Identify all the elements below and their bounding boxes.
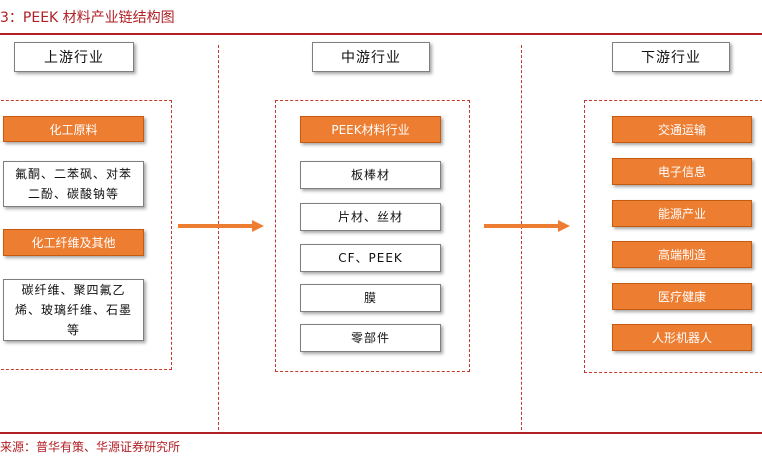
figure-source: 来源：普华有策、华源证券研究所 [0,440,181,454]
midstream-item: 膜 [300,284,441,312]
upstream-header: 上游行业 [14,42,134,72]
figure-title: 3：PEEK 材料产业链结构图 [0,10,175,26]
midstream-item: CF、PEEK [300,244,441,272]
downstream-group [584,100,762,373]
midstream-item: 板棒材 [300,161,441,189]
upstream-item: 氟酮、二苯砜、对苯二酚、碳酸钠等 [3,161,144,207]
flow-arrow-right-icon [484,220,570,232]
midstream-item: 零部件 [300,324,441,352]
downstream-item: 医疗健康 [612,283,752,310]
bottom-rule [0,432,762,434]
upstream-item: 碳纤维、聚四氟乙烯、玻璃纤维、石墨等 [3,279,144,341]
downstream-item: 交通运输 [612,116,752,143]
downstream-header: 下游行业 [612,42,730,72]
divider-upstream-midstream [218,45,219,430]
downstream-item: 能源产业 [612,200,752,227]
downstream-item: 电子信息 [612,158,752,185]
downstream-item: 人形机器人 [612,324,752,351]
midstream-item: PEEK材料行业 [300,116,441,143]
divider-midstream-downstream [521,45,522,430]
upstream-group [0,100,172,370]
flow-arrow-right-icon [178,220,264,232]
midstream-group [275,100,470,372]
upstream-item: 化工纤维及其他 [3,229,144,256]
midstream-item: 片材、丝材 [300,203,441,231]
upstream-item: 化工原料 [3,116,144,142]
top-rule [0,33,762,35]
midstream-header: 中游行业 [312,42,430,72]
downstream-item: 高端制造 [612,241,752,268]
